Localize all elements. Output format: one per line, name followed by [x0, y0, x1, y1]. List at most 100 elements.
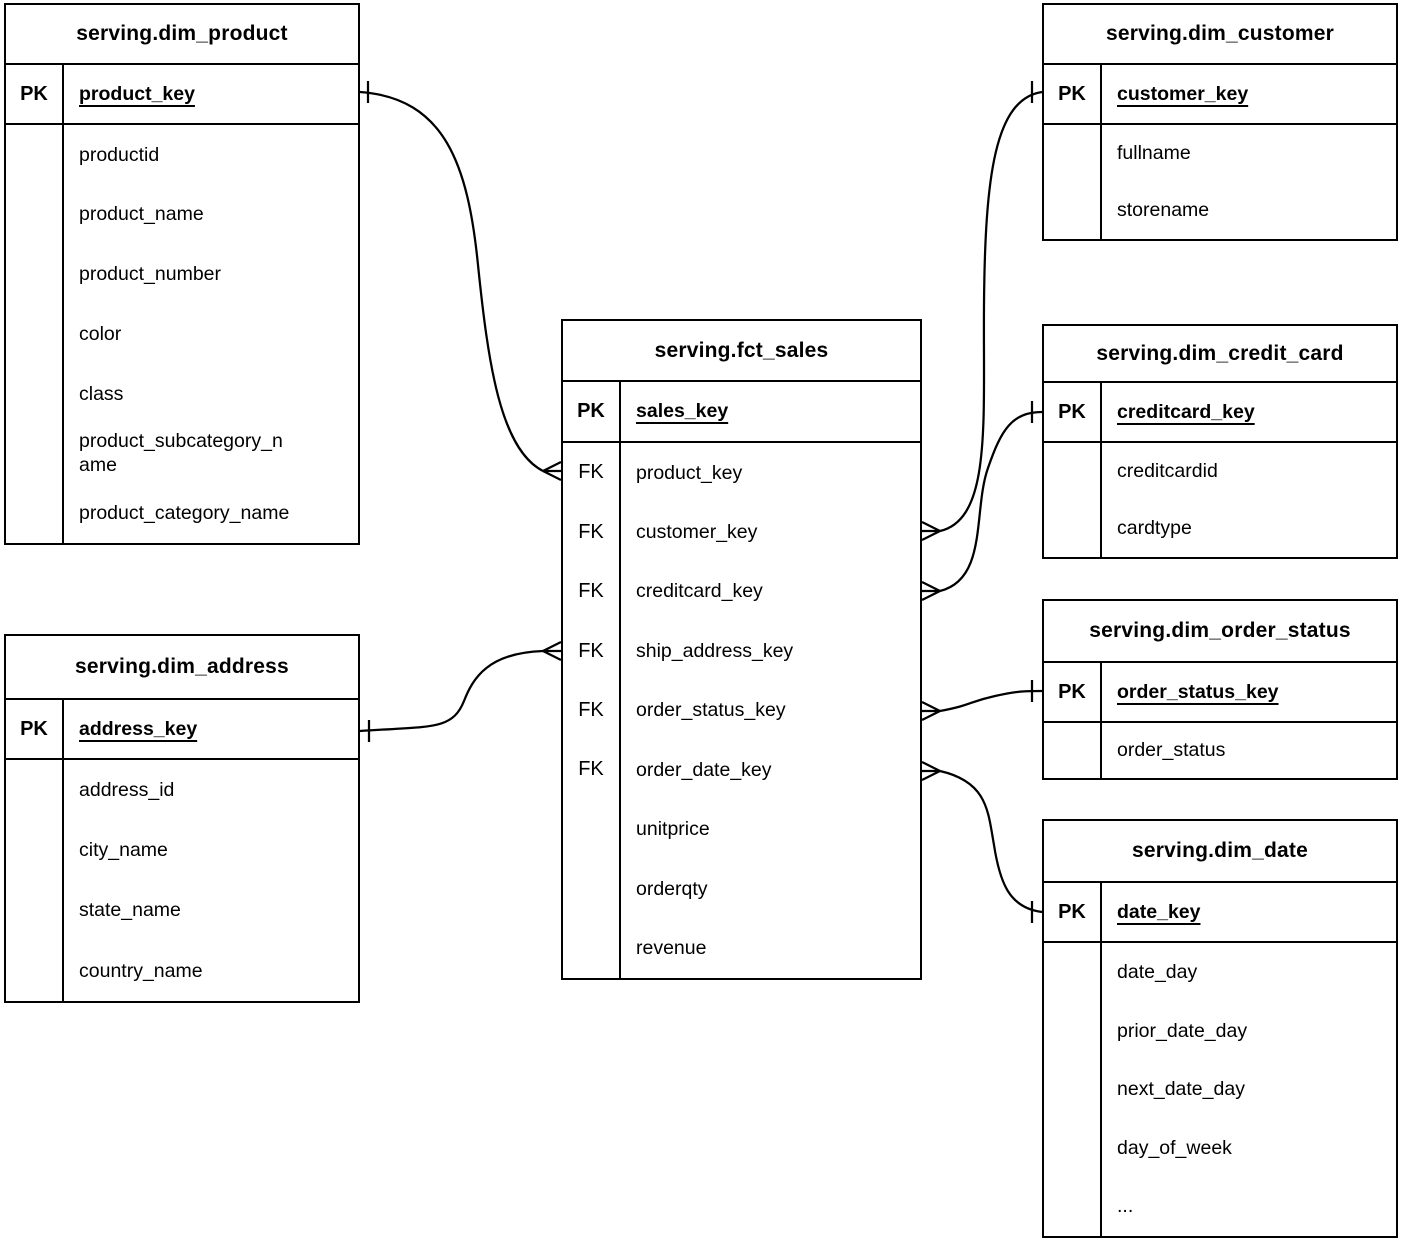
entity-table-fct-sales: serving.fct_sales PK sales_key FK produc…	[561, 319, 922, 980]
pk-row: PK address_key	[6, 700, 358, 760]
pk-field-name: address_key	[79, 717, 198, 740]
fk-label: FK	[563, 443, 621, 503]
pk-label: PK	[563, 382, 621, 441]
crow-foot-many-icon	[921, 580, 941, 602]
field-name: order_status	[1117, 739, 1226, 762]
field-row: productid	[6, 125, 358, 185]
field-name: day_of_week	[1117, 1136, 1232, 1159]
pk-row: PK order_status_key	[1044, 663, 1396, 723]
field-row: product_name	[6, 184, 358, 245]
field-name: ship_address_key	[636, 639, 794, 662]
field-name: order_status_key	[636, 699, 786, 722]
field-rows: address_id city_name state_name country_…	[6, 760, 358, 1001]
rel-fct-sales-to-dim-order-status	[921, 680, 1043, 722]
field-name: state_name	[79, 899, 181, 922]
relationship-line	[939, 410, 1043, 593]
entity-table-dim-order-status: serving.dim_order_status PK order_status…	[1042, 599, 1398, 780]
key-cell	[6, 304, 64, 364]
field-name: address_id	[79, 778, 175, 801]
field-name: creditcardid	[1117, 460, 1218, 483]
pk-field-name: product_key	[79, 82, 195, 105]
field-name: next_date_day	[1117, 1078, 1245, 1101]
rel-fct-sales-to-dim-credit-card	[921, 401, 1043, 602]
field-name: class	[79, 382, 124, 405]
relationship-line	[939, 90, 1043, 533]
rel-fct-sales-to-dim-customer	[921, 81, 1043, 542]
entity-table-dim-credit-card: serving.dim_credit_card PK creditcard_ke…	[1042, 324, 1398, 559]
key-cell	[6, 880, 64, 941]
pk-row: PK date_key	[1044, 883, 1396, 943]
field-row: FK order_status_key	[563, 680, 920, 741]
key-cell	[6, 760, 64, 821]
field-name: product_category_name	[79, 501, 290, 524]
field-row: next_date_day	[1044, 1060, 1396, 1119]
field-row: orderqty	[563, 859, 920, 919]
pk-label: PK	[1044, 663, 1102, 721]
field-row: date_day	[1044, 943, 1396, 1002]
pk-field-name: creditcard_key	[1117, 400, 1255, 423]
field-row: city_name	[6, 820, 358, 881]
pk-row: PK customer_key	[1044, 65, 1396, 125]
key-cell	[1044, 1177, 1102, 1236]
pk-label: PK	[1044, 65, 1102, 123]
relationship-line	[359, 90, 544, 473]
rel-fct-sales-to-dim-address	[359, 640, 562, 742]
crow-foot-many-icon	[921, 760, 941, 782]
field-rows: FK product_key FK customer_key FK credit…	[563, 443, 920, 978]
key-cell	[6, 125, 64, 185]
field-name: city_name	[79, 839, 168, 862]
field-row: FK creditcard_key	[563, 561, 920, 622]
crow-foot-many-icon	[921, 700, 941, 722]
field-name: product_key	[636, 461, 743, 484]
key-cell	[6, 940, 64, 1001]
key-cell	[6, 483, 64, 544]
table-title: serving.dim_date	[1044, 821, 1396, 883]
pk-label: PK	[6, 700, 64, 758]
field-name: productid	[79, 143, 160, 166]
key-cell	[563, 918, 621, 978]
key-cell	[1044, 125, 1102, 182]
field-name: cardtype	[1117, 517, 1192, 540]
crow-foot-many-icon	[921, 520, 941, 542]
pk-field-name: customer_key	[1117, 82, 1249, 105]
key-cell	[1044, 1001, 1102, 1061]
entity-table-dim-customer: serving.dim_customer PK customer_key ful…	[1042, 3, 1398, 241]
relationship-line	[359, 649, 544, 733]
field-rows: order_status	[1044, 723, 1396, 778]
field-name: customer_key	[636, 520, 758, 543]
field-name: storename	[1117, 199, 1210, 222]
entity-table-dim-address: serving.dim_address PK address_key addre…	[4, 634, 360, 1003]
field-row: FK product_key	[563, 443, 920, 503]
field-name: date_day	[1117, 961, 1198, 984]
field-name: color	[79, 322, 122, 345]
field-row: product_number	[6, 244, 358, 305]
field-row: creditcardid	[1044, 443, 1396, 500]
pk-label: PK	[1044, 883, 1102, 941]
table-title: serving.dim_order_status	[1044, 601, 1396, 663]
pk-label: PK	[1044, 383, 1102, 441]
key-cell	[6, 363, 64, 424]
table-title: serving.dim_address	[6, 636, 358, 700]
field-rows: date_day prior_date_day next_date_day da…	[1044, 943, 1396, 1236]
field-name: creditcard_key	[636, 580, 763, 603]
pk-field-name: sales_key	[636, 400, 729, 423]
field-name: revenue	[636, 937, 707, 960]
field-rows: creditcardid cardtype	[1044, 443, 1396, 557]
key-cell	[6, 184, 64, 245]
key-cell	[1044, 1118, 1102, 1178]
fk-label: FK	[563, 680, 621, 741]
table-title: serving.fct_sales	[563, 321, 920, 382]
fk-label: FK	[563, 621, 621, 681]
key-cell	[1044, 443, 1102, 500]
field-row: class	[6, 363, 358, 424]
entity-table-dim-date: serving.dim_date PK date_key date_day pr…	[1042, 819, 1398, 1238]
key-cell	[1044, 943, 1102, 1002]
rel-fct-sales-to-dim-date	[921, 760, 1043, 923]
key-cell	[1044, 723, 1102, 778]
field-row: product_subcategory_name	[6, 423, 358, 484]
fk-label: FK	[563, 561, 621, 622]
field-name: product_name	[79, 203, 204, 226]
pk-row: PK product_key	[6, 65, 358, 125]
field-name: order_date_key	[636, 758, 772, 781]
field-row: country_name	[6, 940, 358, 1001]
